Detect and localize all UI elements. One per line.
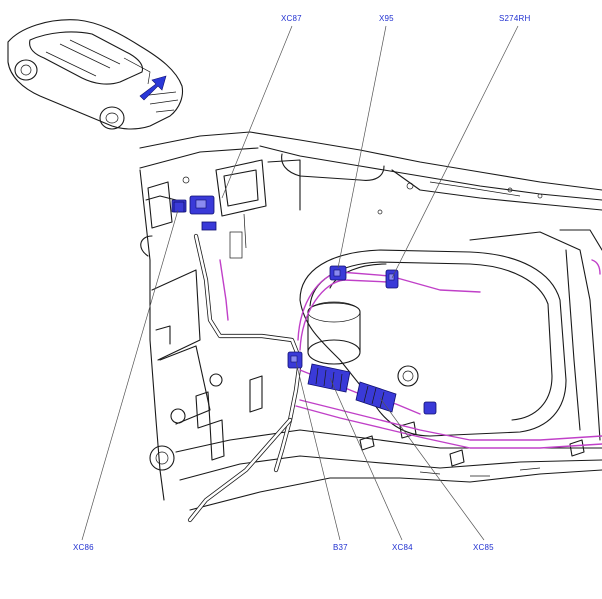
connector-s274rh[interactable] bbox=[385, 269, 399, 289]
label-xc84: XC84 bbox=[392, 543, 413, 552]
view-direction-arrow-icon bbox=[139, 75, 167, 101]
label-xc85: XC85 bbox=[473, 543, 494, 552]
connector-xc87[interactable] bbox=[171, 195, 217, 231]
leader-lines bbox=[81, 25, 519, 541]
connector-x95[interactable] bbox=[329, 265, 347, 281]
connector-xc84[interactable] bbox=[307, 363, 351, 393]
vehicle-body-structure bbox=[139, 131, 602, 511]
label-xc86: XC86 bbox=[73, 543, 94, 552]
label-s274rh: S274RH bbox=[499, 14, 531, 23]
connector-xc85[interactable] bbox=[355, 381, 437, 415]
connector-b37[interactable] bbox=[287, 351, 303, 369]
label-xc87: XC87 bbox=[281, 14, 302, 23]
wiring-harness bbox=[187, 233, 602, 523]
car-locator-icon bbox=[7, 19, 184, 130]
label-b37: B37 bbox=[333, 543, 348, 552]
label-x95: X95 bbox=[379, 14, 394, 23]
connector-xc86[interactable] bbox=[173, 201, 185, 213]
